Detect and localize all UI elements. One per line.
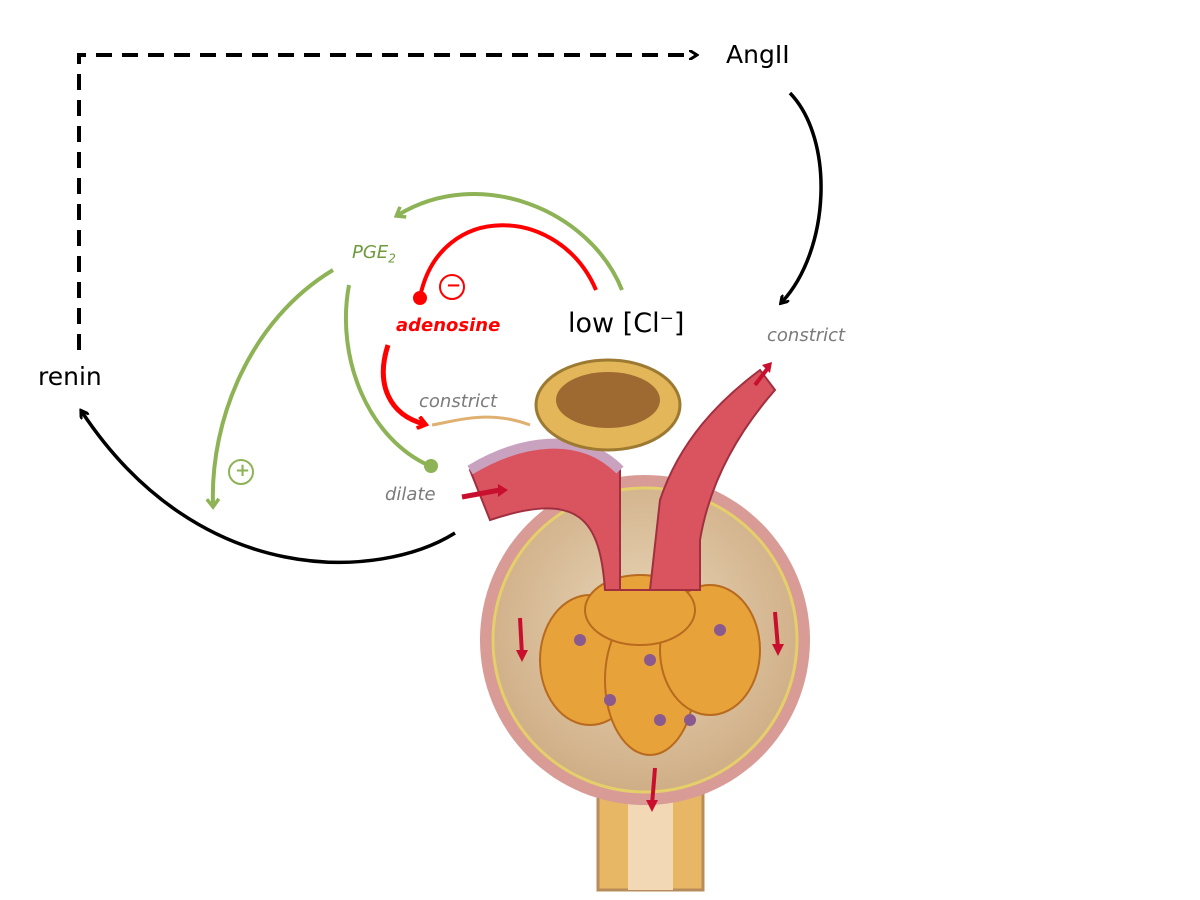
angii-constrict-arrow <box>782 91 823 302</box>
renin-release-arrow <box>82 412 456 565</box>
pge2-dilate-line <box>344 284 431 468</box>
pge2-text: PGE <box>352 242 389 263</box>
adenosine-label: adenosine <box>396 315 501 336</box>
pge2-subscript: 2 <box>388 251 396 266</box>
nerve-fiber <box>431 415 531 427</box>
lowcl-to-adenosine-line <box>418 223 598 298</box>
pge2-to-renin-arrow <box>213 268 335 505</box>
lowcl-to-pge2-arrow <box>398 192 624 291</box>
pge2-label: PGE2 <box>352 242 396 266</box>
capillary-tuft <box>539 574 761 756</box>
constrict-efferent-label: constrict <box>767 325 846 346</box>
dilate-endpoint-dot <box>424 459 438 473</box>
low-chloride-label: low [Cl⁻] <box>568 308 685 339</box>
minus-circle-icon <box>439 274 465 300</box>
adenosine-constrict-arrow <box>380 344 424 424</box>
minus-sign: − <box>446 275 462 296</box>
renin-label: renin <box>38 362 102 391</box>
plus-circle-icon <box>228 459 254 485</box>
glomerulus-illustration <box>431 358 810 892</box>
dilate-label: dilate <box>385 484 436 505</box>
dashed-renin-to-angii-arrow <box>77 55 695 350</box>
plus-sign: + <box>235 460 251 481</box>
constrict-afferent-label: constrict <box>419 391 498 412</box>
adenosine-endpoint-dot <box>413 291 427 305</box>
angii-label: AngII <box>726 40 790 69</box>
